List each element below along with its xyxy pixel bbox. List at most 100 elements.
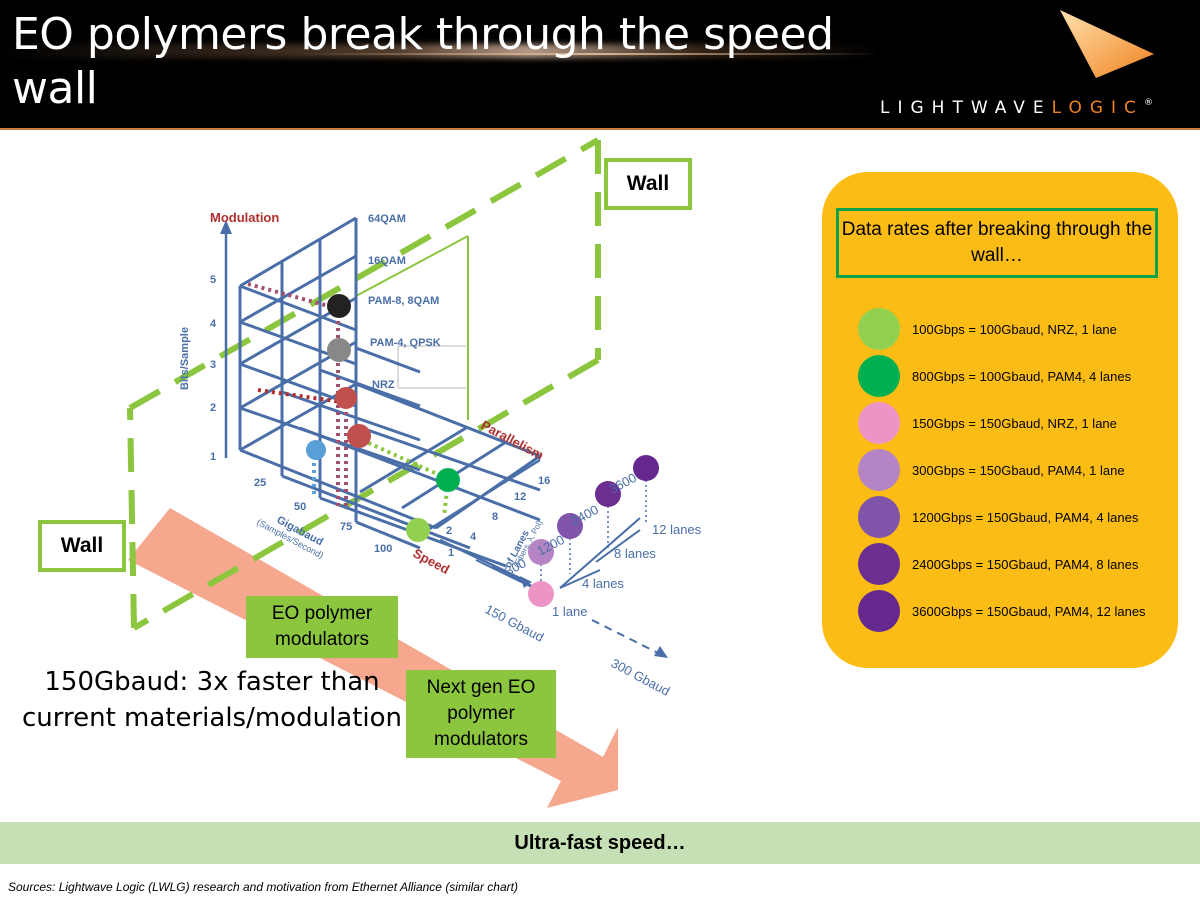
pam8-sphere — [327, 294, 351, 318]
logo-registered-mark: ® — [1143, 98, 1153, 108]
svg-text:75: 75 — [340, 521, 352, 533]
legend-item: 3600Gbps = 150Gbaud, PAM4, 12 lanes — [858, 590, 1146, 632]
dotted-guides — [247, 282, 450, 517]
svg-text:NRZ: NRZ — [372, 379, 395, 391]
gbaud-300-label: 300 Gbaud — [609, 655, 673, 698]
rate-1200-sphere — [557, 513, 583, 539]
legend-dot-icon — [858, 496, 900, 538]
legend-item-text: 300Gbps = 150Gbaud, PAM4, 1 lane — [912, 462, 1125, 478]
slide-title: EO polymers break through the speed wall — [12, 9, 834, 114]
callout-lines — [397, 345, 468, 389]
legend-item-text: 800Gbps = 100Gbaud, PAM4, 4 lanes — [912, 368, 1132, 384]
pam4-100g-sphere — [436, 468, 460, 492]
svg-text:2400: 2400 — [568, 502, 601, 529]
svg-text:PAM-8, 8QAM: PAM-8, 8QAM — [368, 295, 439, 307]
footer-banner: Ultra-fast speed… — [0, 822, 1200, 864]
slide-header: EO polymers break through the speed wall… — [0, 0, 1200, 128]
bits-axis-label: Bits/Sample — [179, 327, 191, 390]
svg-text:8 lanes: 8 lanes — [614, 546, 656, 561]
axes — [224, 226, 541, 542]
legend-dot-icon — [858, 355, 900, 397]
legend-item: 800Gbps = 100Gbaud, PAM4, 4 lanes — [858, 355, 1131, 397]
legend-item: 2400Gbps = 150Gbaud, PAM4, 8 lanes — [858, 543, 1138, 585]
lane-tick-labels: 16 12 8 4 2 1 — [446, 475, 550, 559]
gbaud-axis-arrowhead — [654, 646, 668, 658]
legend-dot-icon — [858, 449, 900, 491]
rate-300-sphere — [528, 539, 554, 565]
blue-sphere — [306, 440, 326, 460]
eo-polymer-text: EO polymer modulators — [271, 603, 373, 650]
svg-text:50: 50 — [294, 501, 306, 513]
svg-text:16: 16 — [538, 475, 550, 487]
light-streak-line — [300, 53, 880, 55]
svg-text:3: 3 — [210, 359, 216, 371]
svg-text:100: 100 — [374, 543, 392, 555]
header-divider — [0, 128, 1200, 130]
nrz-100g-red-sphere — [347, 424, 371, 448]
gigabaud-tick-labels: 25 50 75 100 — [254, 477, 392, 555]
modulation-axis-label: Modulation — [210, 210, 279, 225]
legend-title: Data rates after breaking through the wa… — [836, 208, 1158, 278]
svg-text:16QAM: 16QAM — [368, 255, 406, 267]
wall-plane — [127, 137, 601, 631]
modulation-level-labels: 64QAM 16QAM PAM-8, 8QAM PAM-4, QPSK NRZ — [368, 213, 441, 391]
gbaud-claim: 150Gbaud: 3x faster than current materia… — [21, 667, 403, 733]
rate-3600-sphere — [633, 455, 659, 481]
rate-2400-sphere — [595, 481, 621, 507]
legend-title-text: Data rates after breaking through the wa… — [841, 219, 1153, 266]
svg-text:2: 2 — [210, 402, 216, 414]
gbaud-150-label: 150 Gbaud — [483, 601, 547, 644]
legend-dot-icon — [858, 308, 900, 350]
next-gen-box: Next gen EO polymer modulators — [406, 670, 556, 758]
grid-3d — [238, 216, 541, 568]
parallelism-axis-label: Parallelism — [479, 417, 547, 462]
company-logo: LIGHTWAVELOGIC® — [880, 98, 1153, 118]
footer-banner-text: Ultra-fast speed… — [514, 832, 686, 854]
legend-item-text: 3600Gbps = 150Gbaud, PAM4, 12 lanes — [912, 603, 1146, 619]
svg-text:5: 5 — [210, 274, 216, 286]
legend-item: 300Gbps = 150Gbaud, PAM4, 1 lane — [858, 449, 1125, 491]
speed-axis-label: Speed — [411, 545, 453, 577]
svg-text:3600: 3600 — [606, 470, 639, 497]
modulation-axis-arrowhead — [220, 220, 232, 234]
svg-text:64QAM: 64QAM — [368, 213, 406, 225]
svg-text:12: 12 — [514, 491, 526, 503]
svg-text:8: 8 — [492, 511, 498, 523]
data-rate-legend: Data rates after breaking through the wa… — [822, 172, 1178, 668]
svg-text:12 lanes: 12 lanes — [652, 522, 702, 537]
nrz-150g-sphere — [528, 581, 554, 607]
legend-item-text: 1200Gbps = 150Gbaud, PAM4, 4 lanes — [912, 509, 1139, 525]
wall-label-top: Wall — [604, 158, 692, 210]
next-gen-text: Next gen EO polymer modulators — [426, 677, 536, 750]
svg-text:25: 25 — [254, 477, 266, 489]
svg-text:1: 1 — [210, 451, 216, 463]
gbaud-axis-dashed — [591, 619, 661, 655]
legend-dot-icon — [858, 590, 900, 632]
legend-dot-icon — [858, 543, 900, 585]
pam4-sphere — [327, 338, 351, 362]
legend-dot-icon — [858, 402, 900, 444]
legend-item-text: 100Gbps = 100Gbaud, NRZ, 1 lane — [912, 321, 1117, 337]
logo-logic-text: LOGIC — [1051, 98, 1144, 118]
svg-text:1 lane: 1 lane — [552, 604, 587, 619]
legend-item: 150Gbps = 150Gbaud, NRZ, 1 lane — [858, 402, 1117, 444]
svg-text:4: 4 — [210, 318, 217, 330]
svg-text:1: 1 — [448, 547, 454, 559]
wall-label-left: Wall — [38, 520, 126, 572]
logo-light-text: LIGHTWAVE — [880, 98, 1052, 118]
eo-polymer-box: EO polymer modulators — [246, 596, 398, 658]
svg-text:4 lanes: 4 lanes — [582, 576, 624, 591]
svg-text:PAM-4, QPSK: PAM-4, QPSK — [370, 337, 441, 349]
nrz-sphere — [335, 387, 357, 409]
logo-arrow-icon — [1060, 10, 1154, 78]
lane-count-labels: 1 lane 4 lanes 8 lanes 12 lanes — [552, 522, 702, 619]
legend-item-text: 2400Gbps = 150Gbaud, PAM4, 8 lanes — [912, 556, 1139, 572]
svg-text:2: 2 — [446, 525, 452, 537]
legend-item: 100Gbps = 100Gbaud, NRZ, 1 lane — [858, 308, 1117, 350]
legend-item-text: 150Gbps = 150Gbaud, NRZ, 1 lane — [912, 415, 1117, 431]
speed-axis — [439, 538, 529, 584]
sources-note: Sources: Lightwave Logic (LWLG) research… — [8, 880, 518, 894]
svg-text:4: 4 — [470, 531, 477, 543]
nrz-100g-sphere — [406, 518, 430, 542]
bit-tick-labels: 5 4 3 2 1 — [210, 274, 217, 463]
